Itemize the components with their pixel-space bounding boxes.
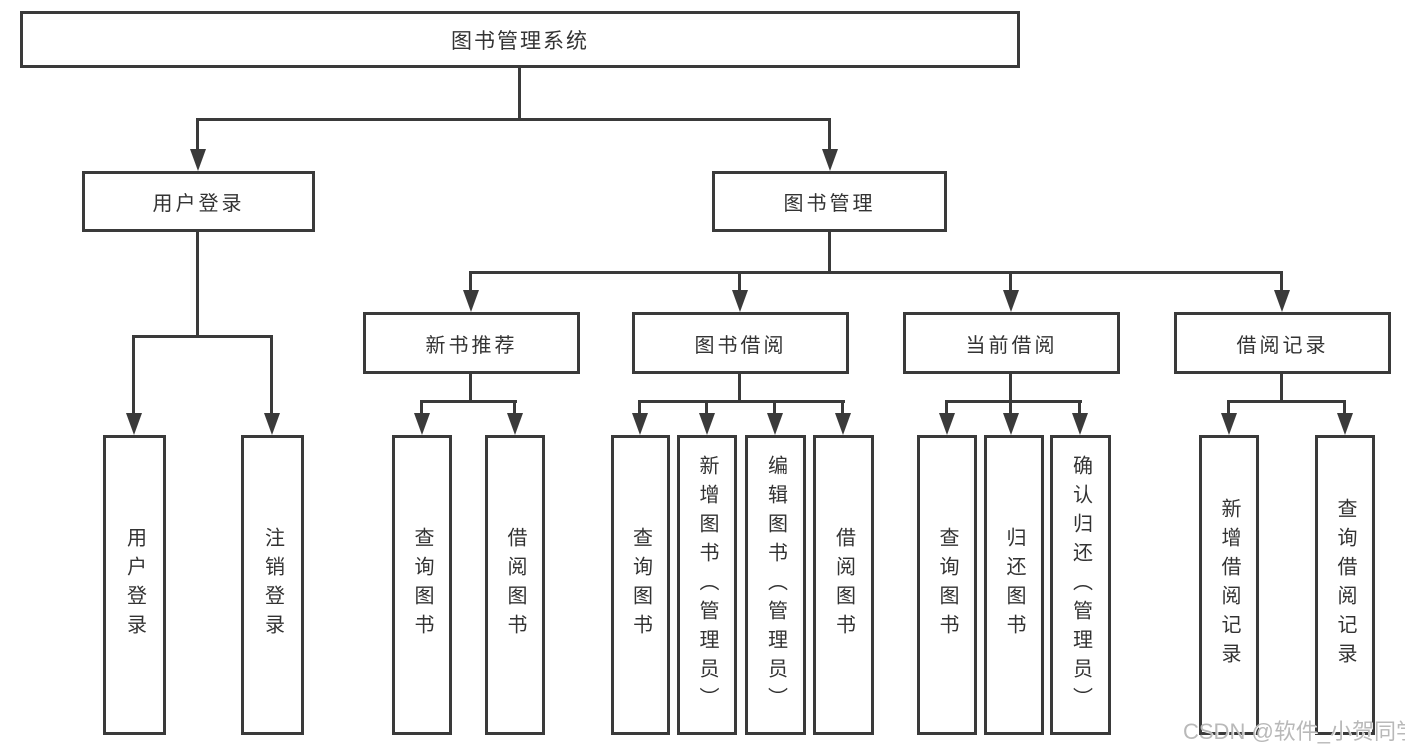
leaf-edit-books-admin: 编辑图书（管理员）: [745, 435, 806, 735]
node-borrow-records: 借阅记录: [1174, 312, 1391, 374]
arrowhead-icon: [264, 413, 280, 435]
connector-line: [420, 400, 423, 415]
leaf-logout: 注销登录: [241, 435, 304, 735]
connector-line: [1280, 271, 1283, 292]
connector-line: [828, 232, 831, 271]
connector-line: [421, 400, 517, 403]
node-book-borrow: 图书借阅: [632, 312, 849, 374]
connector-line: [518, 68, 521, 118]
arrowhead-icon: [822, 149, 838, 171]
leaf-borrow-query-books-label: 查询图书: [629, 527, 652, 643]
connector-line: [469, 374, 472, 400]
node-user-login-label: 用户登录: [152, 193, 245, 215]
node-book-management-label: 图书管理: [783, 193, 876, 215]
leaf-add-borrow-record: 新增借阅记录: [1199, 435, 1259, 735]
arrowhead-icon: [939, 413, 955, 435]
node-current-borrow: 当前借阅: [903, 312, 1120, 374]
leaf-user-login-label: 用户登录: [123, 527, 146, 643]
leaf-add-books-admin-label: 新增图书（管理员）: [696, 454, 718, 716]
arrowhead-icon: [835, 413, 851, 435]
leaf-confirm-return-admin: 确认归还（管理员）: [1050, 435, 1111, 735]
leaf-borrow-books-label: 借阅图书: [832, 527, 855, 643]
arrowhead-icon: [699, 413, 715, 435]
node-book-management: 图书管理: [712, 171, 947, 232]
connector-line: [705, 400, 708, 415]
connector-line: [196, 118, 199, 153]
connector-line: [1009, 374, 1012, 400]
connector-line: [841, 400, 844, 415]
connector-line: [513, 400, 516, 415]
connector-line: [1343, 400, 1346, 415]
arrowhead-icon: [414, 413, 430, 435]
arrowhead-icon: [1072, 413, 1088, 435]
connector-line: [945, 400, 948, 415]
connector-line: [470, 271, 1283, 274]
leaf-borrow-query-books: 查询图书: [611, 435, 670, 735]
connector-line: [738, 271, 741, 292]
connector-line: [1228, 400, 1346, 403]
connector-line: [638, 400, 641, 415]
leaf-add-books-admin: 新增图书（管理员）: [677, 435, 737, 735]
leaf-confirm-return-admin-label: 确认归还（管理员）: [1069, 454, 1092, 716]
node-book-borrow-label: 图书借阅: [694, 334, 787, 357]
arrowhead-icon: [507, 413, 523, 435]
node-current-borrow-label: 当前借阅: [965, 334, 1058, 357]
connector-line: [1078, 400, 1081, 415]
arrowhead-icon: [463, 290, 479, 312]
connector-line: [946, 400, 1082, 403]
arrowhead-icon: [126, 413, 142, 435]
arrowhead-icon: [1003, 290, 1019, 312]
node-library-system-label: 图书管理系统: [451, 29, 589, 53]
arrowhead-icon: [1274, 290, 1290, 312]
leaf-logout-label: 注销登录: [261, 527, 284, 643]
arrowhead-icon: [1003, 413, 1019, 435]
leaf-recommend-borrow-books: 借阅图书: [485, 435, 545, 735]
leaf-query-borrow-record: 查询借阅记录: [1315, 435, 1375, 735]
leaf-borrow-books: 借阅图书: [813, 435, 874, 735]
leaf-edit-books-admin-label: 编辑图书（管理员）: [764, 454, 787, 716]
connector-line: [270, 335, 273, 415]
connector-line: [1009, 271, 1012, 292]
leaf-return-books-label: 归还图书: [1003, 527, 1025, 643]
connector-line: [133, 335, 273, 338]
arrowhead-icon: [732, 290, 748, 312]
connector-line: [132, 335, 135, 415]
arrowhead-icon: [1221, 413, 1237, 435]
connector-line: [773, 400, 776, 415]
arrowhead-icon: [767, 413, 783, 435]
leaf-add-borrow-record-label: 新增借阅记录: [1218, 498, 1240, 672]
connector-line: [639, 400, 845, 403]
leaf-current-query-books-label: 查询图书: [936, 527, 958, 643]
node-new-book-recommend: 新书推荐: [363, 312, 580, 374]
connector-line: [197, 118, 831, 121]
leaf-current-query-books: 查询图书: [917, 435, 977, 735]
connector-line: [469, 271, 472, 292]
arrowhead-icon: [190, 149, 206, 171]
leaf-user-login: 用户登录: [103, 435, 166, 735]
connector-line: [1280, 374, 1283, 400]
node-borrow-records-label: 借阅记录: [1236, 334, 1329, 357]
leaf-recommend-query-books-label: 查询图书: [411, 527, 433, 643]
connector-line: [1009, 400, 1012, 415]
node-library-system: 图书管理系统: [20, 11, 1020, 68]
connector-line: [1227, 400, 1230, 415]
arrowhead-icon: [632, 413, 648, 435]
leaf-return-books: 归还图书: [984, 435, 1044, 735]
arrowhead-icon: [1337, 413, 1353, 435]
leaf-recommend-query-books: 查询图书: [392, 435, 452, 735]
leaf-recommend-borrow-books-label: 借阅图书: [504, 527, 526, 643]
node-user-login: 用户登录: [82, 171, 315, 232]
connector-line: [738, 374, 741, 400]
csdn-watermark: CSDN @软件_小贺同学: [1183, 719, 1405, 744]
connector-line: [196, 232, 199, 335]
leaf-query-borrow-record-label: 查询借阅记录: [1334, 498, 1356, 672]
connector-line: [828, 118, 831, 153]
node-new-book-recommend-label: 新书推荐: [425, 334, 518, 357]
